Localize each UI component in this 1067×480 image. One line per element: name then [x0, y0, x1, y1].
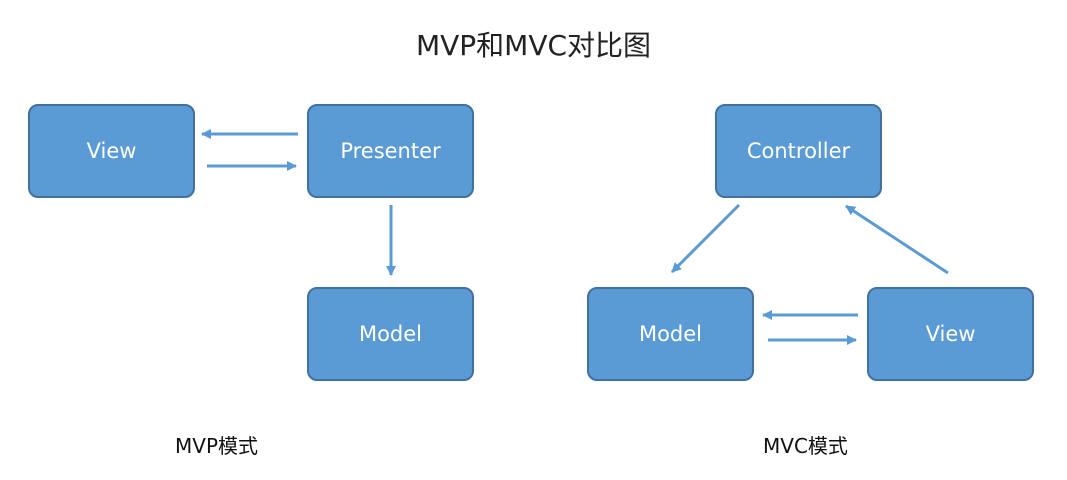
- mvc-controller-node: Controller: [715, 104, 882, 198]
- mvp-view-node: View: [28, 104, 195, 198]
- mvc-view-node: View: [867, 287, 1034, 381]
- mvp-caption: MVP模式: [175, 434, 258, 458]
- diagram-title: MVP和MVC对比图: [415, 29, 652, 62]
- mvc-view-to-controller-arrow: [845, 204, 949, 275]
- mvc-controller-to-model-arrow: [670, 203, 741, 274]
- mvp-presenter-node: Presenter: [307, 104, 474, 198]
- mvc-model-node: Model: [587, 287, 754, 381]
- mvp-model-node: Model: [307, 287, 474, 381]
- mvc-caption: MVC模式: [763, 434, 848, 458]
